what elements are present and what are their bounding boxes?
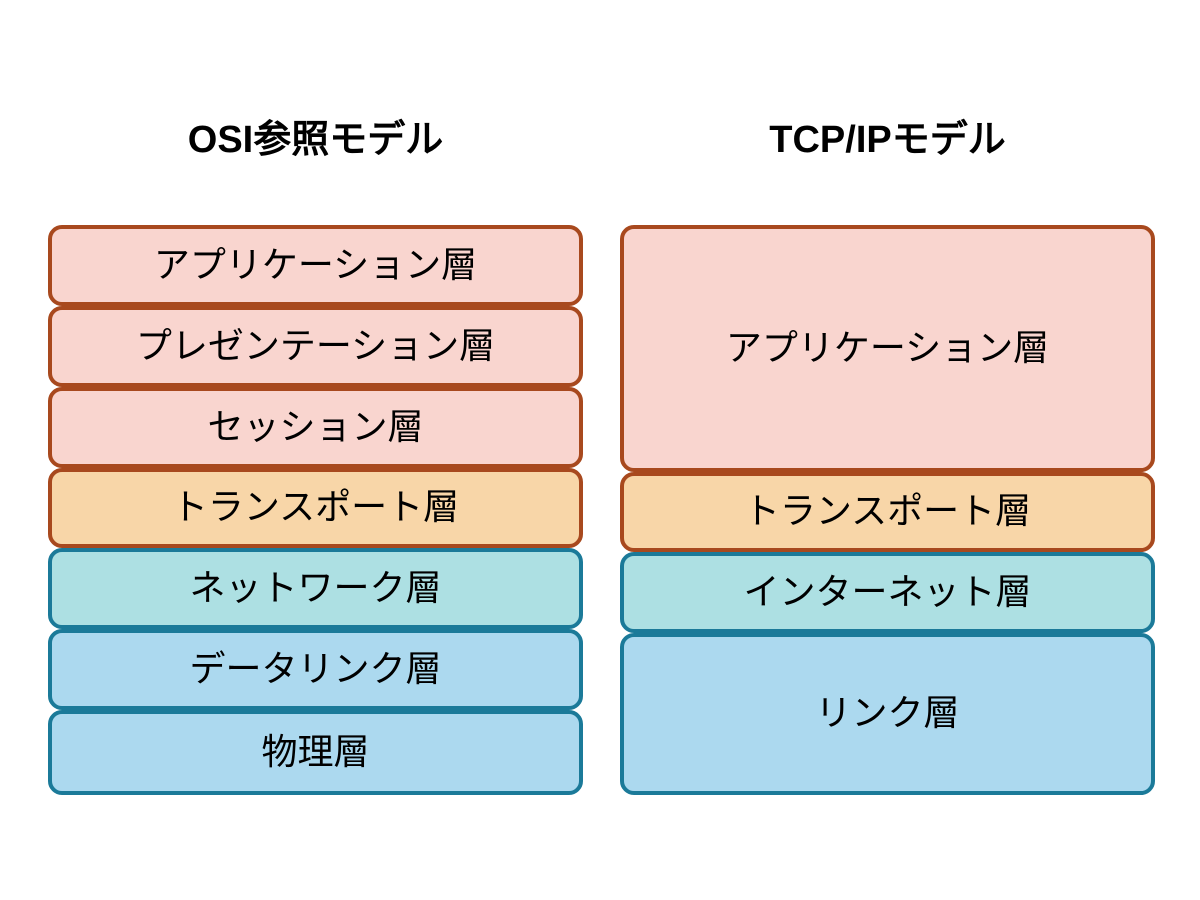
osi-layer-network[interactable]: ネットワーク層 [48, 548, 583, 629]
tcpip-layer-internet-label: インターネット層 [743, 571, 1032, 612]
osi-layer-transport[interactable]: トランスポート層 [48, 468, 583, 548]
osi-layer-transport-label: トランスポート層 [171, 487, 460, 528]
osi-layer-physical-label: 物理層 [261, 731, 370, 772]
osi-layer-network-label: ネットワーク層 [189, 567, 442, 608]
osi-layer-datalink[interactable]: データリンク層 [48, 629, 583, 710]
osi-layer-application-label: アプリケーション層 [153, 244, 478, 285]
tcpip-layer-application[interactable]: アプリケーション層 [620, 225, 1155, 472]
osi-layer-presentation[interactable]: プレゼンテーション層 [48, 306, 583, 387]
tcpip-layer-application-label: アプリケーション層 [725, 327, 1050, 368]
tcpip-layer-link-label: リンク層 [815, 693, 960, 734]
osi-layer-application[interactable]: アプリケーション層 [48, 225, 583, 306]
tcpip-layer-internet[interactable]: インターネット層 [620, 552, 1155, 633]
osi-layer-presentation-label: プレゼンテーション層 [135, 325, 496, 366]
tcpip-layer-transport-label: トランスポート層 [743, 491, 1032, 532]
osi-layer-session[interactable]: セッション層 [48, 387, 583, 468]
osi-column-title: OSI参照モデル [187, 119, 444, 161]
tcpip-column-title: TCP/IPモデル [769, 119, 1006, 161]
tcpip-layer-transport[interactable]: トランスポート層 [620, 472, 1155, 552]
osi-layer-physical[interactable]: 物理層 [48, 710, 583, 795]
osi-layer-datalink-label: データリンク層 [189, 648, 442, 689]
osi-layer-session-label: セッション層 [207, 406, 424, 447]
osi-layer-stack: アプリケーション層 プレゼンテーション層 セッション層 トランスポート層 ネット… [48, 225, 583, 795]
tcpip-layer-link[interactable]: リンク層 [620, 633, 1155, 795]
tcpip-layer-stack: アプリケーション層 トランスポート層 インターネット層 リンク層 [620, 225, 1155, 795]
